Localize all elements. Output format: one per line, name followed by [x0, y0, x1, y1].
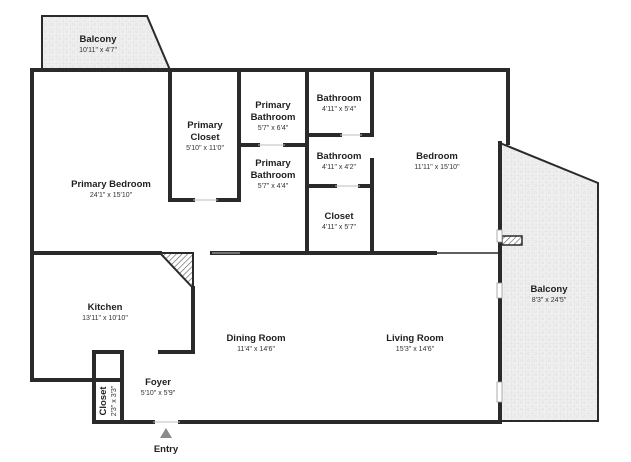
room-dim-bedroom: 11'11" x 15'10" — [414, 164, 460, 171]
room-name-primary-closet-2: Closet — [190, 132, 220, 143]
room-name-bathroom-2: Bathroom — [317, 151, 362, 162]
wall-primary-closet — [168, 68, 241, 202]
room-name-primary-bedroom: Primary Bedroom — [71, 179, 151, 190]
room-name-balcony-top: Balcony — [80, 34, 118, 45]
room-name-closet-small: Closet — [98, 386, 109, 416]
room-name-balcony-right: Balcony — [531, 284, 569, 295]
room-dim-dining-room: 11'4" x 14'6" — [237, 346, 275, 353]
room-name-bedroom: Bedroom — [416, 151, 458, 162]
wall-kitchen — [92, 286, 195, 382]
room-name-primary-closet-1: Primary — [187, 120, 223, 131]
room-name-primary-bath2-2: Bathroom — [251, 170, 296, 181]
room-dim-primary-bath1: 5'7" x 6'4" — [258, 125, 289, 132]
wall-closet-small — [92, 378, 124, 424]
room-dim-bathroom-2: 4'11" x 4'2" — [322, 164, 356, 171]
room-dim-closet: 4'11" x 5'7" — [322, 224, 356, 231]
kitchen-counter-hatch — [157, 252, 194, 291]
wall-bath-column — [305, 68, 374, 255]
room-name-dining-room: Dining Room — [226, 333, 285, 344]
room-name-foyer: Foyer — [145, 377, 171, 388]
entry-arrow-icon — [160, 428, 172, 438]
room-name-kitchen: Kitchen — [88, 302, 123, 313]
outer-wall — [30, 68, 510, 145]
balcony-vent — [501, 235, 523, 246]
room-name-bathroom-1: Bathroom — [317, 93, 362, 104]
room-dim-balcony-right: 8'3" x 24'5" — [532, 297, 567, 304]
room-dim-bathroom-1: 4'11" x 5'4" — [322, 106, 356, 113]
room-name-primary-bath1-1: Primary — [255, 100, 291, 111]
room-dim-balcony-top: 10'11" x 4'7" — [79, 47, 117, 54]
room-dim-primary-bath2: 5'7" x 4'4" — [258, 183, 289, 190]
room-name-living-room: Living Room — [386, 333, 444, 344]
room-dim-foyer: 5'10" x 5'9" — [141, 390, 176, 397]
room-name-primary-bath1-2: Bathroom — [251, 112, 296, 123]
room-dim-closet-small: 2'3" x 3'3" — [111, 385, 118, 416]
room-dim-primary-closet: 5'10" x 11'0" — [186, 145, 224, 152]
entry-label: Entry — [154, 444, 179, 455]
outer-wall-left — [30, 68, 96, 382]
room-name-closet: Closet — [324, 211, 354, 222]
balcony-right-area — [499, 141, 599, 422]
balcony-door-upper[interactable] — [496, 282, 503, 299]
wall-primary-bath — [237, 68, 309, 255]
balcony-door-lower[interactable] — [496, 381, 503, 403]
room-name-primary-bath2-1: Primary — [255, 158, 291, 169]
room-dim-living-room: 15'3" x 14'6" — [396, 346, 435, 353]
outer-wall-bottom — [92, 350, 502, 424]
balcony-door-bedroom[interactable] — [496, 229, 503, 243]
room-dim-primary-bedroom: 24'1" x 15'10" — [90, 192, 133, 199]
room-dim-kitchen: 13'11" x 10'10" — [82, 315, 128, 322]
